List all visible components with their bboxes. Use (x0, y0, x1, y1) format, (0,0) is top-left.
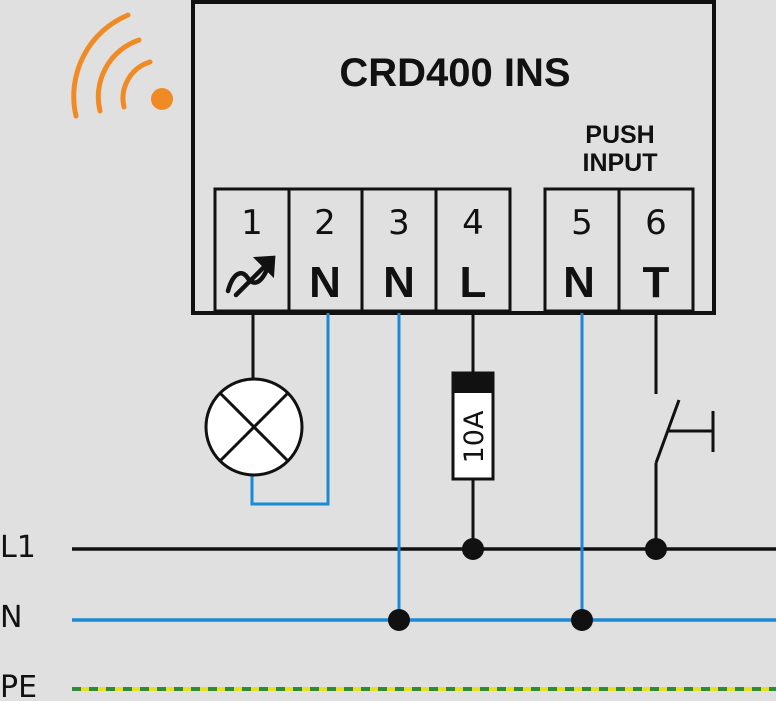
l1-label: L1 (0, 530, 36, 565)
terminal-4-number: 4 (462, 203, 484, 243)
fuse-rating: 10A (459, 410, 490, 463)
lamp-icon (204, 377, 304, 477)
terminal-5-number: 5 (571, 203, 593, 243)
n-label: N (0, 600, 22, 635)
terminal-3-symbol: N (383, 258, 415, 307)
terminal-4-symbol: L (460, 258, 487, 307)
push-input-label-line1: PUSH (585, 121, 654, 149)
push-button-icon (654, 313, 715, 549)
terminal-6-symbol: T (643, 258, 670, 307)
pe-label: PE (0, 670, 37, 701)
junction-neutral-5 (571, 609, 593, 631)
terminal-1-number: 1 (241, 203, 263, 243)
terminal-2-number: 2 (314, 203, 336, 243)
device-title: CRD400 INS (339, 51, 570, 95)
terminal-6-number: 6 (645, 203, 667, 243)
terminal-3-number: 3 (388, 203, 410, 243)
push-input-label-line2: INPUT (583, 149, 658, 177)
junction-neutral-3 (388, 609, 410, 631)
wire-lamp-return (250, 313, 330, 506)
terminal-block-left (213, 187, 512, 313)
junction-l1-6 (645, 538, 667, 560)
terminal-5-symbol: N (563, 258, 595, 307)
switched-output-icon (225, 255, 276, 298)
fuse-icon (451, 371, 495, 481)
wireless-signal-icon (71, 12, 173, 119)
terminal-2-symbol: N (309, 258, 341, 307)
terminal-block-right (543, 187, 695, 313)
junction-l1-4 (462, 538, 484, 560)
